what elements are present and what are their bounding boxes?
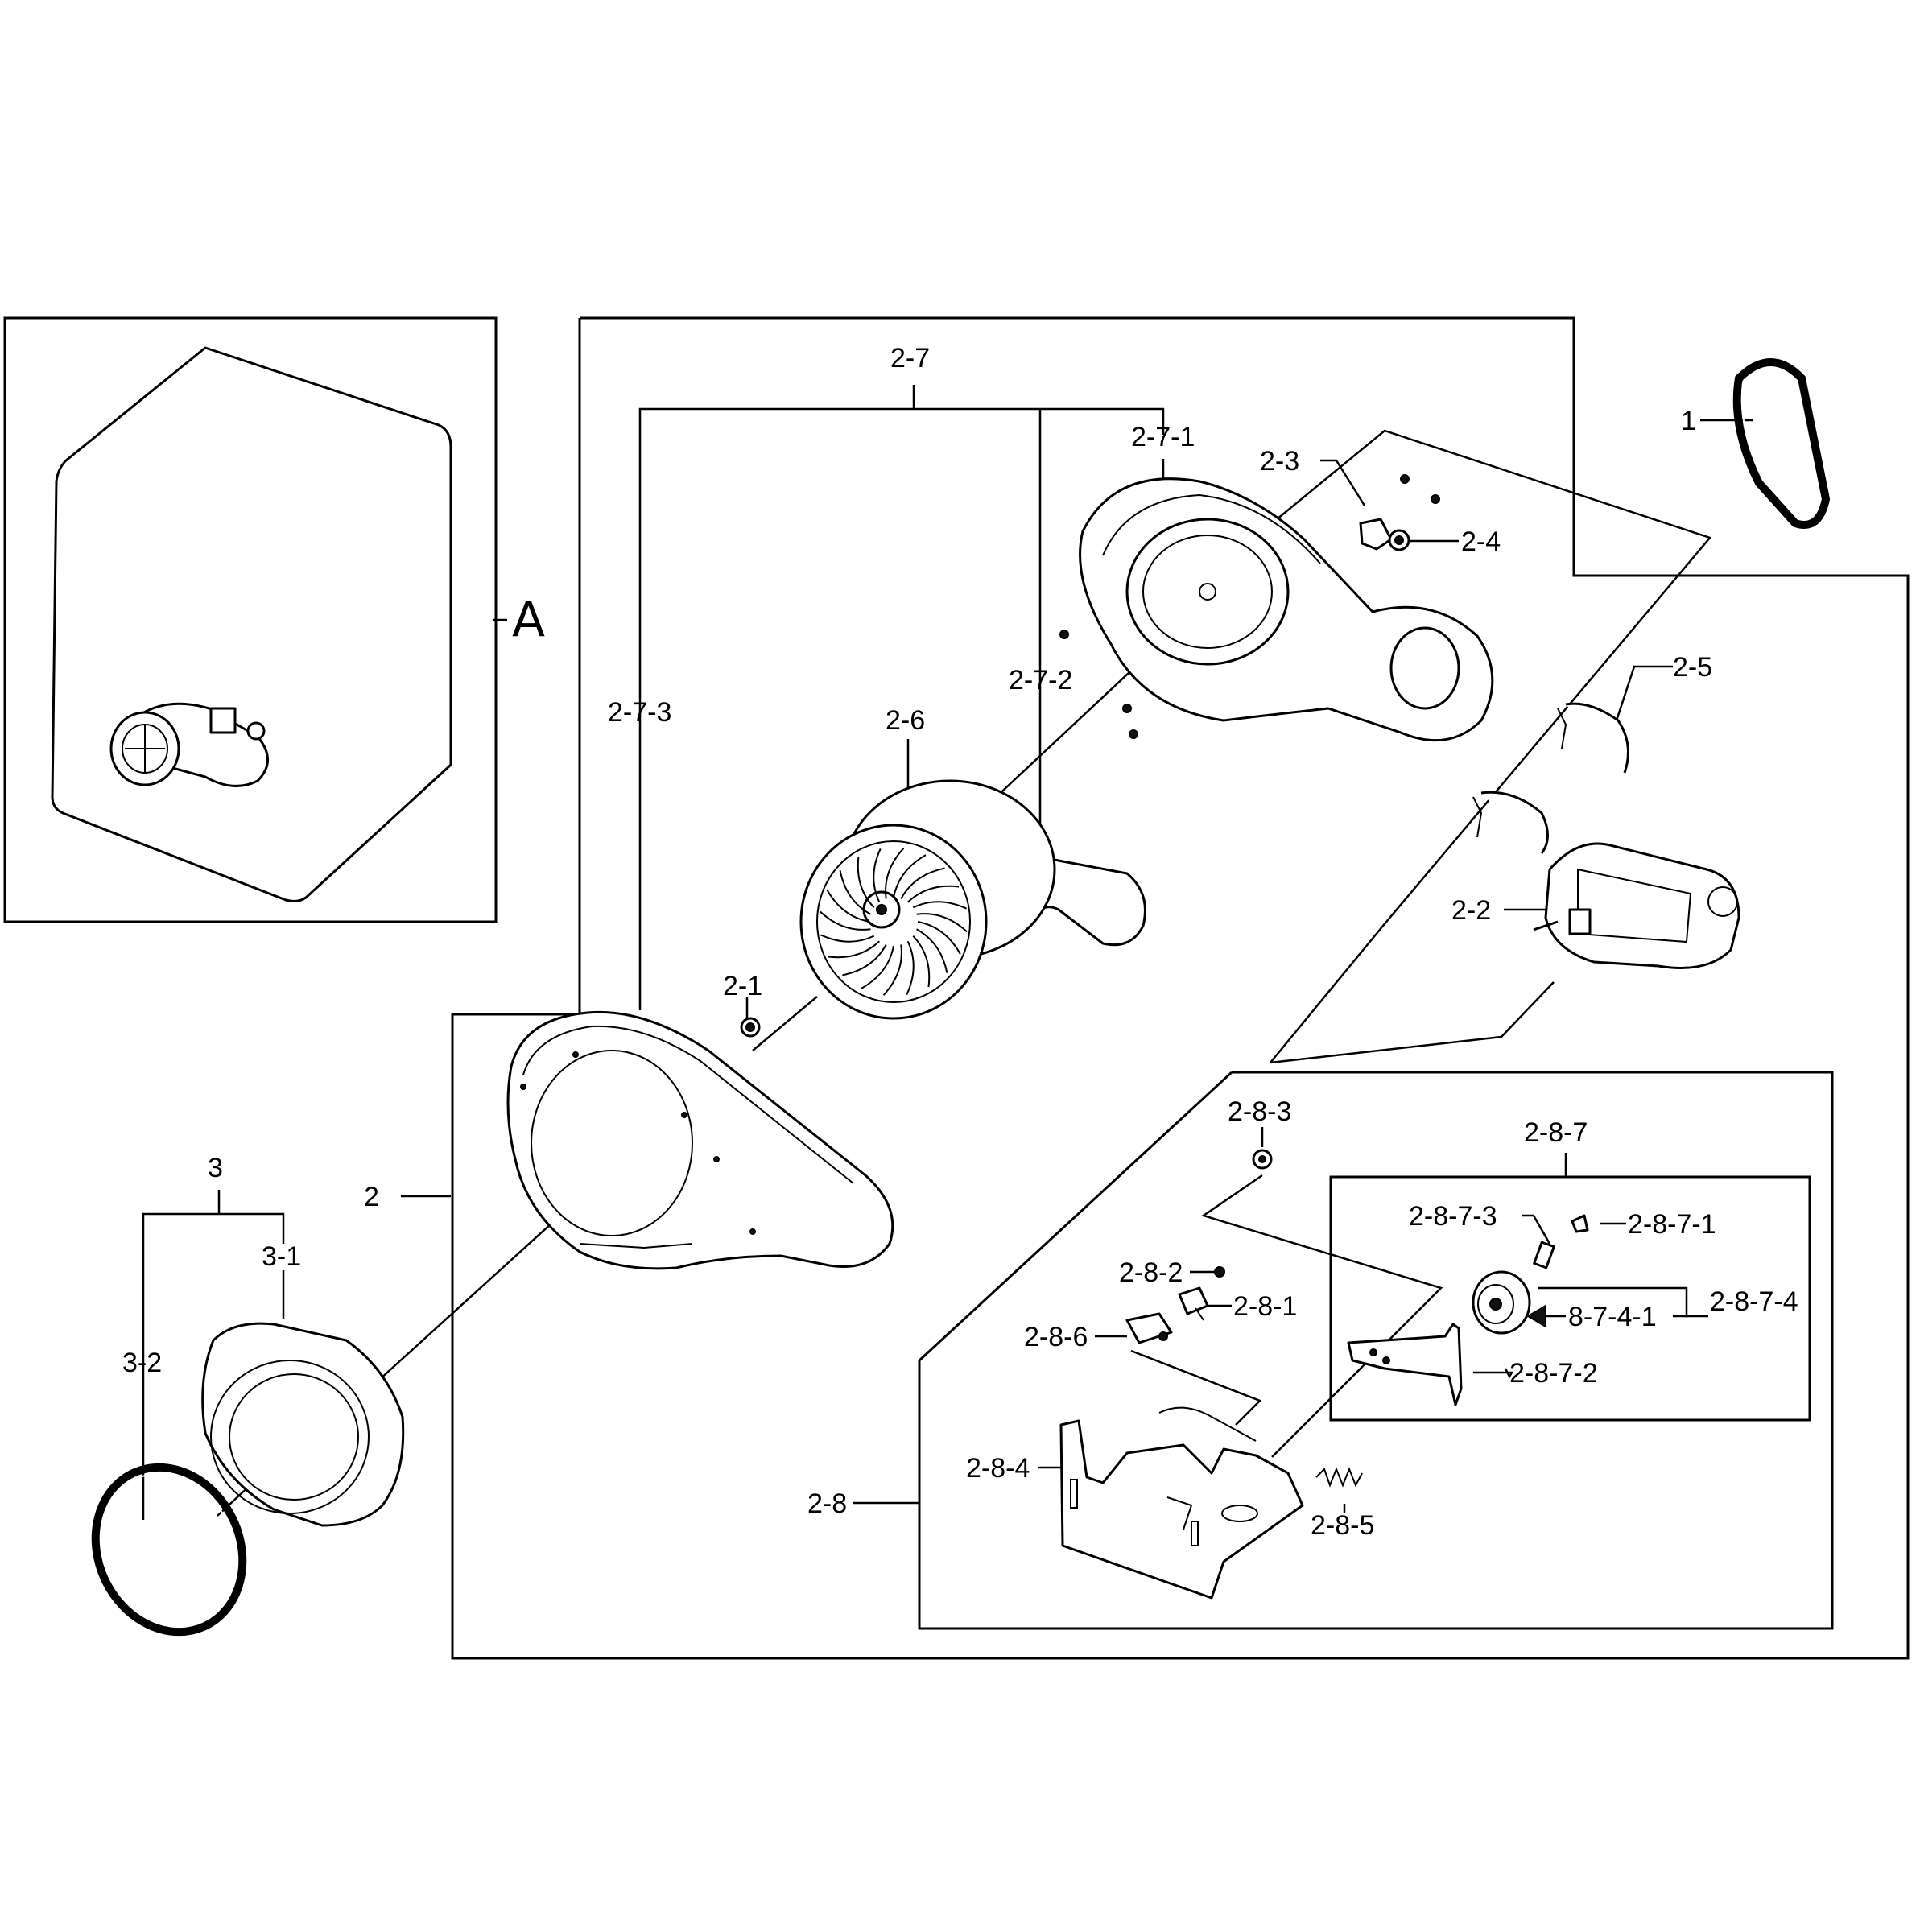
- label-2-8-7: 2-8-7: [1524, 1117, 1588, 1148]
- label-2-3: 2-3: [1260, 446, 1299, 477]
- part-2-8-4-motor-mount-bracket: [1059, 1406, 1304, 1600]
- label-2-1: 2-1: [723, 971, 762, 1001]
- fan-blade: [916, 913, 968, 933]
- fan-blade: [839, 870, 871, 915]
- fan-blade: [893, 854, 927, 898]
- part-2-8-7-1-retainer: [1571, 1214, 1589, 1233]
- sub-assembly-2-8-7-frame: [1329, 1175, 1811, 1422]
- fan-blade: [882, 944, 902, 996]
- part-2-7-3-front-blower-housing: [506, 1010, 894, 1270]
- part-2-8-7-4-idler-pulley: [1472, 1270, 1531, 1335]
- label-2-4: 2-4: [1461, 526, 1501, 557]
- fan-blade: [916, 928, 948, 973]
- label-2-8: 2-8: [807, 1488, 847, 1519]
- label-2-7: 2-7: [890, 343, 930, 374]
- fan-blade: [842, 944, 887, 976]
- label-2-8-5: 2-8-5: [1311, 1510, 1374, 1541]
- label-2: 2: [364, 1182, 379, 1212]
- label-2-8-4: 2-8-4: [966, 1453, 1030, 1484]
- fan-blade: [906, 885, 960, 903]
- label-2-5: 2-5: [1673, 652, 1712, 683]
- fan-blade: [873, 848, 882, 903]
- label-2-6: 2-6: [886, 705, 925, 736]
- inset-blower-assembly: [109, 702, 269, 787]
- label-2-8-3: 2-8-3: [1228, 1096, 1291, 1127]
- part-2-5-motor-clips: [1472, 702, 1629, 854]
- part-2-8-3-screw: [1252, 1149, 1273, 1170]
- part-2-8-1-switch: [1178, 1286, 1209, 1321]
- inset-cabinet-outline: [51, 346, 452, 902]
- part-1-drive-belt: [1732, 358, 1831, 529]
- label-2-8-7-4: 2-8-7-4: [1710, 1286, 1798, 1317]
- label-2-8-7-3: 2-8-7-3: [1409, 1201, 1497, 1232]
- label-2-2: 2-2: [1451, 895, 1491, 926]
- label-3-1: 3-1: [262, 1241, 301, 1272]
- fan-blade: [861, 945, 894, 989]
- label-2-7-1: 2-7-1: [1131, 422, 1195, 452]
- fan-blade: [820, 934, 875, 943]
- part-2-6-blower-wheel: [799, 779, 1056, 1020]
- part-2-4-idler-pulley: [1388, 529, 1410, 551]
- label-3: 3: [208, 1153, 223, 1183]
- part-2-8-7-2-idler-arm: [1347, 1323, 1463, 1406]
- fan-blade: [900, 867, 945, 899]
- label-2-8-7-1: 2-8-7-1: [1628, 1209, 1716, 1240]
- fan-blade: [912, 901, 967, 910]
- main-assembly-frame: [451, 316, 1910, 1660]
- sub-assembly-2-8-frame: [918, 1071, 1834, 1630]
- fan-blade: [828, 940, 881, 959]
- label-2-8-2: 2-8-2: [1119, 1257, 1183, 1288]
- part-2-8-2-screw: [1214, 1266, 1225, 1278]
- label-8-7-4-1: 8-7-4-1: [1568, 1302, 1657, 1332]
- part-2-7-1-rear-blower-housing: [1059, 477, 1494, 742]
- fan-blade: [885, 848, 905, 899]
- part-2-8-6-sensor: [1125, 1312, 1173, 1344]
- inset-label-a: A: [512, 592, 545, 648]
- label-2-8-6: 2-8-6: [1024, 1322, 1088, 1352]
- label-3-2: 3-2: [122, 1348, 162, 1378]
- part-2-3-idler-bracket: [1359, 474, 1440, 551]
- label-1: 1: [1681, 406, 1696, 436]
- part-3-1-duct-housing: [201, 1322, 405, 1527]
- part-2-1-blower-nut: [740, 1017, 761, 1038]
- part-2-8-7-3-shaft: [1533, 1241, 1555, 1269]
- fan-blade: [857, 856, 875, 909]
- label-2-7-2: 2-7-2: [1009, 665, 1072, 696]
- label-2-8-7-2: 2-8-7-2: [1509, 1358, 1598, 1389]
- part-3-2-gasket-ring: [91, 1463, 247, 1637]
- part-2-2-drive-motor: [1533, 842, 1740, 969]
- fan-blade: [912, 935, 931, 988]
- fan-blade: [826, 889, 870, 923]
- fan-blade: [906, 940, 915, 995]
- fan-blade: [917, 921, 961, 955]
- part-2-8-5-spring: [1315, 1467, 1363, 1488]
- fan-blade: [820, 910, 871, 931]
- label-2-8-1: 2-8-1: [1233, 1291, 1297, 1322]
- label-2-7-3: 2-7-3: [608, 697, 671, 728]
